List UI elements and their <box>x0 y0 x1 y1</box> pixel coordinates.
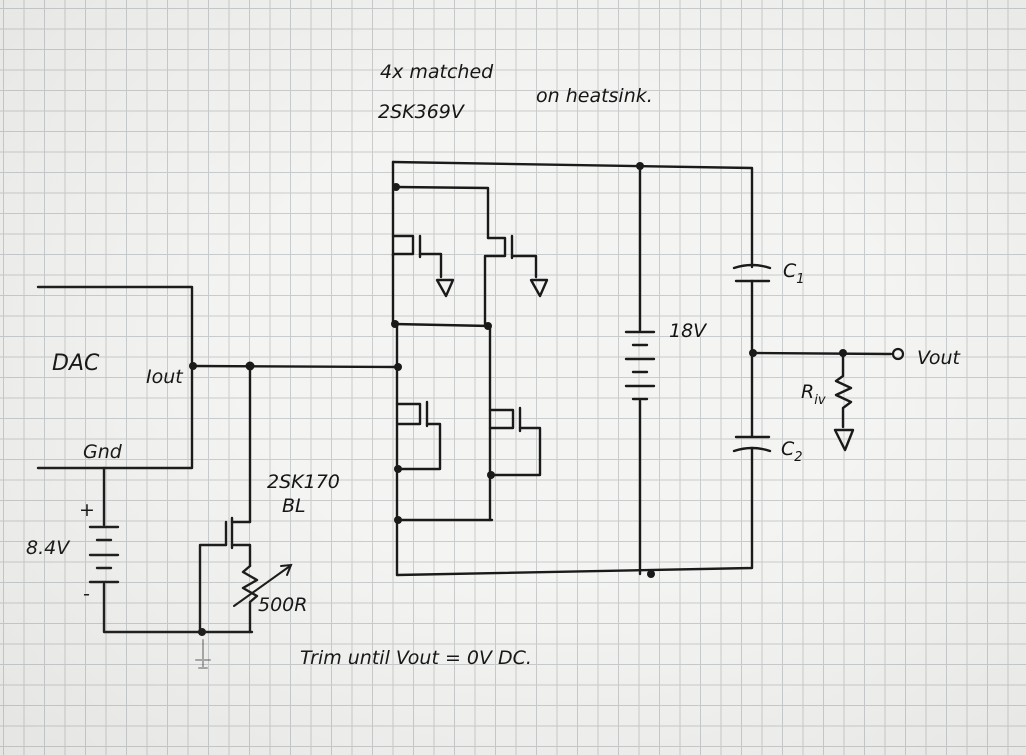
vout-label: Vout <box>917 347 962 369</box>
c1-label: C1 <box>783 260 805 287</box>
jfet-grade-label: BL <box>282 495 306 517</box>
trimmer-500r <box>233 563 293 634</box>
title-line1: 4x matched <box>380 61 494 83</box>
battery-plus-label: + <box>79 499 95 521</box>
iout-label: Iout <box>146 366 184 388</box>
title-line2: 2SK369V <box>378 101 466 123</box>
battery-18v-label: 18V <box>669 320 708 342</box>
battery-minus-label: - <box>83 583 90 605</box>
vout-terminal <box>891 347 905 361</box>
output-stage-2sk369v <box>391 160 754 577</box>
resistor-riv <box>833 351 855 452</box>
riv-label: Riv <box>801 381 826 408</box>
capacitor-c2 <box>732 435 772 453</box>
capacitor-c1 <box>732 263 772 438</box>
battery-18v <box>624 162 656 578</box>
trim-note: Trim until Vout = 0V DC. <box>300 647 532 669</box>
battery-8v4-label: 8.4V <box>26 537 71 559</box>
gnd-label: Gnd <box>83 441 123 463</box>
dac-label: DAC <box>52 351 100 376</box>
dac-block <box>36 285 400 470</box>
jfet-2sk170 <box>195 364 252 669</box>
output-node <box>749 347 905 361</box>
c2-label: C2 <box>781 438 803 465</box>
battery-8v4 <box>88 466 254 634</box>
heatsink-note: on heatsink. <box>536 85 653 107</box>
trimmer-label: 500R <box>258 594 307 616</box>
jfet-part-label: 2SK170 <box>267 471 340 493</box>
